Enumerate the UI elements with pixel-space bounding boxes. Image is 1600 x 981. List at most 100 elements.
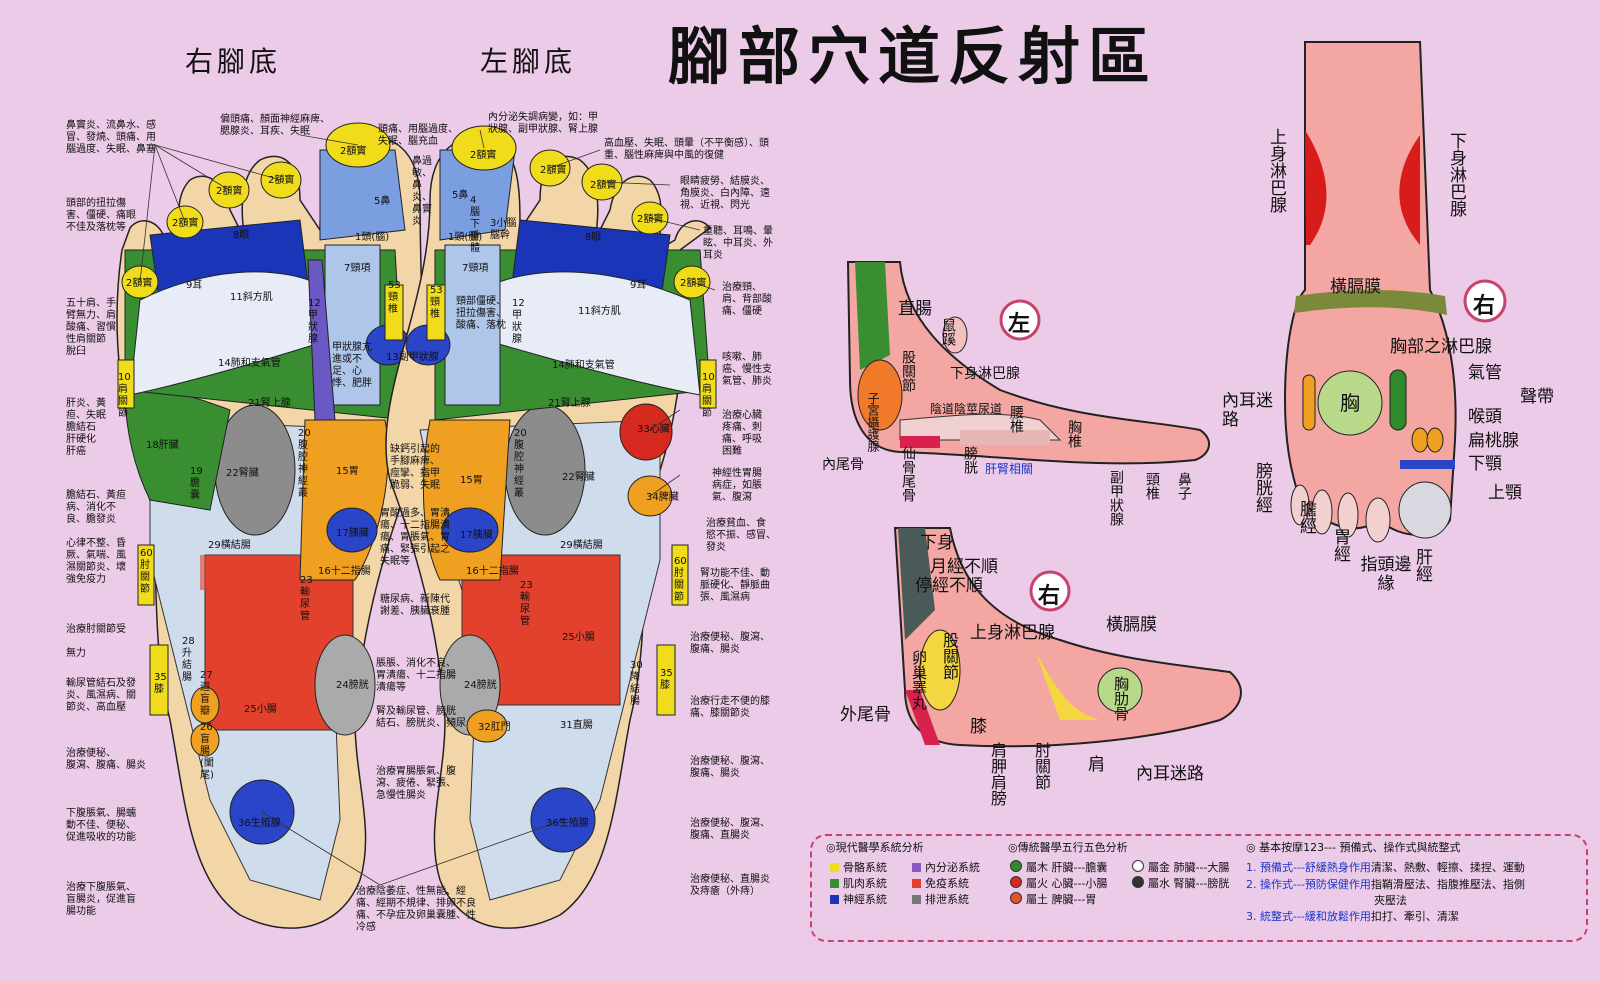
inner-hip: 股關節 — [900, 350, 916, 392]
inner-lumbar: 腰椎 — [1008, 405, 1024, 433]
zone-cerebellum: 3小腦腦幹 — [490, 218, 517, 241]
outer-menses: 月經不順 — [930, 557, 998, 577]
top-foot-drawing — [1283, 41, 1507, 543]
legend-massage-3: 3. 統整式---緩和放鬆作用扣打、牽引、清潔 — [1246, 910, 1459, 923]
zone-sinus-5: 2額竇 — [590, 180, 617, 191]
bone-swatch — [830, 863, 839, 872]
note-neck-shoulder: 治療頸、 肩、背部酸 痛、僵硬 — [722, 282, 772, 317]
top-throat: 喉頭 — [1468, 407, 1502, 427]
outer-inner-ear: 內耳迷路 — [1136, 764, 1204, 784]
outer-elbow: 肘關節 — [1032, 742, 1051, 790]
legend-fire: 屬火 心臟---小腸 — [1010, 876, 1107, 891]
zone-sinus-9: 2額竇 — [680, 278, 707, 289]
note-reproductive: 治療陰萎症、性無能、經 痛、經期不規律、排卵不良 痛、不孕症及卵巢囊腫、性 冷感 — [356, 886, 476, 933]
zone-heart: 33心臟 — [637, 424, 670, 435]
top-tonsil: 扁桃腺 — [1468, 431, 1519, 451]
inner-uterus: 子宮攝護腺 — [866, 392, 880, 452]
zone-nose-left: 5鼻 — [452, 190, 469, 201]
legend-col2-title: ◎傳統醫學五行五色分析 — [1008, 841, 1128, 854]
zone-shoulder-left: 10肩關節 — [702, 372, 715, 419]
zone-elbow-left: 60肘關節 — [674, 556, 687, 603]
note-indigestion: 脹脹、消化不良、 胃潰瘍、十二指腸 潰瘍等 — [376, 658, 456, 693]
metal-swatch — [1132, 860, 1144, 872]
note-neck-stiff: 頸部僵硬、 扭拉傷害、 酸痛、落枕 — [456, 296, 506, 331]
legend-excrete: 排泄系統 — [912, 892, 969, 907]
zone-ear-left: 9耳 — [630, 280, 647, 291]
inner-vagina: 陰道陰莖尿道 — [930, 402, 1003, 416]
right-sole-drawing — [116, 122, 424, 929]
note-gallstone: 膽結石、黃疸 病、消化不 良、膽發炎 — [66, 490, 126, 525]
top-bladder: 膀胱經 — [1252, 462, 1272, 513]
inner-sacrum: 仙骨尾骨 — [900, 446, 916, 502]
note-head-strain: 頭部的扭拉傷 害、僵硬、痛眼 不佳及落枕等 — [66, 198, 136, 233]
outer-ovary: 卵巢睪丸 — [910, 650, 928, 710]
zone-sinus: 2額竇 — [340, 146, 367, 157]
side-mark-left: 左 — [1008, 312, 1031, 337]
muscle-swatch — [830, 879, 839, 888]
top-vocal: 聲帶 — [1520, 387, 1554, 407]
zone-appendix: 26盲腸(闌尾) — [200, 722, 214, 781]
top-gallbladder: 膽經 — [1296, 500, 1316, 534]
outer-chest: 胸肋骨 — [1112, 676, 1130, 721]
note-gas: 治療胃腸脹氣、腹 瀉、疲倦、緊張、 急慢性腸炎 — [376, 766, 456, 801]
note-knee: 治療行走不便的膝 痛、膝關節炎 — [690, 696, 770, 719]
inner-coccyx: 內尾骨 — [822, 457, 864, 473]
legend-massage-2b: 夾壓法 — [1374, 894, 1407, 907]
top-chest: 胸 — [1340, 391, 1360, 415]
zone-eye: 8眼 — [233, 230, 250, 241]
outer-stop: 停經不順 — [915, 576, 983, 596]
zone-stomach-left: 15胃 — [460, 475, 483, 486]
note-cough: 咳嗽、肺 癌、慢性支 氣管、肺炎 — [722, 352, 772, 387]
zone-cervical-left: 53頸椎 — [430, 285, 443, 320]
outer-hip: 股關節 — [940, 632, 959, 680]
inner-bladder: 膀胱 — [962, 446, 978, 474]
fire-swatch — [1010, 876, 1022, 888]
note-endocrine: 內分泌失調病變，如：甲 狀腺、副甲狀腺、腎上腺 — [488, 112, 598, 135]
note-kidney: 腎功能不佳、動 脈硬化、靜脈曲 張、風濕病 — [700, 568, 770, 603]
note-diabetes: 糖尿病、新陳代 謝差、胰臟衰腫 — [380, 594, 450, 617]
top-liver: 肝經 — [1412, 548, 1432, 582]
zone-kidney-left: 22腎臟 — [562, 472, 595, 483]
zone-liver: 18肝臟 — [146, 440, 179, 451]
zone-knee: 35膝 — [154, 672, 167, 695]
zone-ureter: 23輸尿管 — [300, 575, 313, 622]
outer-shoulder: 肩 — [1088, 755, 1105, 775]
zone-transverse: 29橫結腸 — [208, 540, 251, 551]
inner-cervical: 頸椎 — [1144, 472, 1160, 500]
note-anemia: 治療貧血、食 慾不振、感冒、 發炎 — [706, 518, 776, 553]
zone-ear: 9耳 — [186, 280, 203, 291]
legend-col3-title: ◎ 基本按摩123--- 預備式、操作式與統整式 — [1246, 841, 1461, 854]
legend-endocrine: 內分泌系統 — [912, 860, 980, 875]
nerve-swatch — [830, 895, 839, 904]
zone-adrenal-left: 21腎上腺 — [548, 398, 591, 409]
legend-metal: 屬金 肺臟---大腸 — [1132, 860, 1229, 875]
outer-upper-lymph: 上身淋巴腺 — [970, 623, 1055, 643]
legend-bone: 骨骼系統 — [830, 860, 887, 875]
zone-sinus-3: 2額竇 — [540, 165, 567, 176]
zone-parathyroid: 12甲狀腺 — [308, 298, 321, 345]
zone-eye-left: 8眼 — [585, 232, 602, 243]
legend-muscle: 肌肉系統 — [830, 876, 887, 891]
immune-swatch — [912, 879, 921, 888]
note-heart: 治療心臟 疼痛、刺 痛、呼吸 困難 — [722, 410, 762, 457]
excrete-swatch — [912, 895, 921, 904]
inner-groin: 鼠蹊 — [940, 318, 956, 346]
callout-lines — [139, 129, 716, 886]
wood-swatch — [1010, 860, 1022, 872]
note-constipation-1: 治療便秘、腹瀉、 腹痛、腸炎 — [690, 632, 770, 655]
zone-rectum: 31直腸 — [560, 720, 593, 731]
legend-massage-2: 2. 操作式---預防保健作用指鞘滑壓法、指腹推壓法、指側 — [1246, 878, 1525, 891]
zone-neck: 7頸項 — [344, 263, 371, 274]
note-ear: 重聽、耳鳴、暈 眩、中耳炎、外 耳炎 — [703, 226, 773, 261]
note-calcium: 缺鈣引起的 手腳麻痺、 痙攣、指甲 脆弱、失眠 — [390, 444, 440, 491]
zone-sinus-8: 2額竇 — [126, 278, 153, 289]
inner-liver-kidney: 肝腎相關 — [985, 462, 1034, 476]
top-upper-jaw: 上顎 — [1488, 483, 1522, 503]
sole-diagram — [116, 122, 717, 929]
legend-col1-title: ◎現代醫學系統分析 — [826, 841, 924, 854]
note-elbow: 治療肘關節受 無力 — [66, 624, 126, 659]
inner-nose: 鼻子 — [1176, 472, 1192, 500]
inner-thoracic: 胸椎 — [1066, 420, 1082, 448]
zone-stomach: 15胃 — [336, 466, 359, 477]
